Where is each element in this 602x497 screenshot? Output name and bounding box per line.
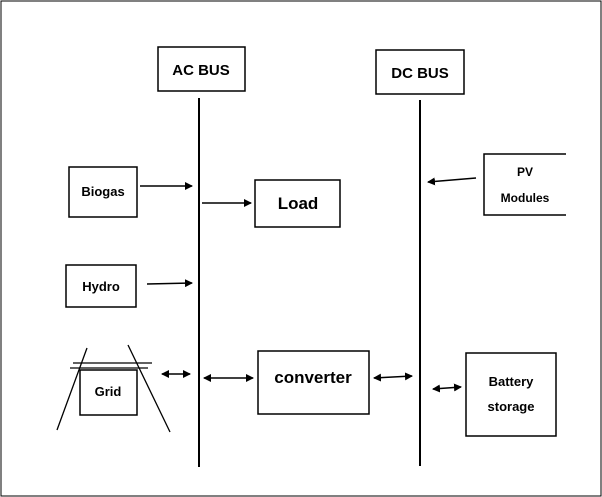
battery-arrow — [432, 383, 462, 393]
dc-bus-label: DC BUS — [391, 65, 449, 82]
pv-box — [483, 153, 566, 216]
hydro-arrow — [146, 279, 193, 288]
grid-label: Grid — [95, 384, 122, 399]
grid-source: Grid — [56, 344, 191, 433]
pv-arrow — [427, 177, 477, 186]
converter: converter — [203, 350, 413, 415]
hydro-label: Hydro — [82, 279, 120, 294]
grid-box — [79, 369, 138, 416]
converter-dc-arrow — [373, 372, 413, 382]
pv-modules-source: PV Modules — [427, 153, 566, 216]
dc-bus-box — [375, 49, 465, 95]
hydro-box — [65, 264, 137, 308]
ac-bus-box — [157, 46, 246, 92]
battery-storage: Battery storage — [432, 352, 557, 437]
biogas-box — [68, 166, 138, 218]
battery-label-line2: storage — [488, 399, 535, 414]
load-label: Load — [278, 194, 319, 213]
hydro-source: Hydro — [65, 264, 193, 308]
pv-label-line1: PV — [517, 165, 533, 179]
grid-tower-leg-right — [127, 344, 171, 433]
load: Load — [202, 179, 341, 228]
grid-tower-leg-left — [56, 347, 88, 431]
battery-box — [465, 352, 557, 437]
ac-bus-label: AC BUS — [172, 62, 230, 79]
biogas-source: Biogas — [68, 166, 193, 218]
dc-bus: DC BUS — [375, 49, 465, 466]
biogas-label: Biogas — [81, 184, 124, 199]
converter-label: converter — [274, 368, 352, 387]
battery-label-line1: Battery — [489, 374, 535, 389]
ac-bus: AC BUS — [157, 46, 246, 467]
converter-box — [257, 350, 370, 415]
load-box — [254, 179, 341, 228]
pv-label-line2: Modules — [501, 191, 550, 205]
